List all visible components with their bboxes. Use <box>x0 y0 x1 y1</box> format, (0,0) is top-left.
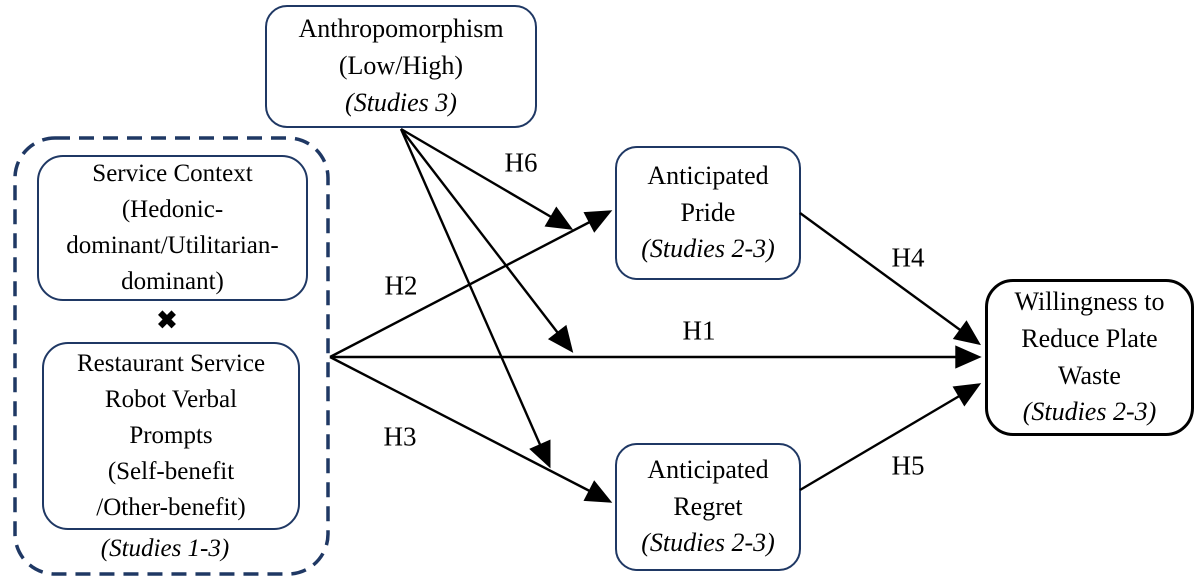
box-text-line: Waste <box>1058 360 1121 390</box>
path-label-h2: H2 <box>384 270 418 301</box>
box-text-line: Restaurant Service <box>76 350 266 377</box>
arrow-h4-pride-to-willingness <box>799 212 981 346</box>
arrow-h6-moderation-on-h2-path <box>400 127 574 230</box>
iv-group-studies-note: (Studies 1-3) <box>100 535 230 562</box>
service-context-box: Service Context (Hedonic- dominant/Utili… <box>37 155 308 301</box>
box-text-line: dominant/Utilitarian- <box>66 232 279 259</box>
box-text-line: Regret <box>673 491 743 521</box>
box-text-line: Pride <box>680 197 736 227</box>
box-text-line: (Self-benefit <box>107 458 235 485</box>
anticipated-regret-box: Anticipated Regret (Studies 2-3) <box>615 443 801 571</box>
anticipated-pride-box: Anticipated Pride (Studies 2-3) <box>615 146 801 280</box>
box-text-line: Robot Verbal <box>104 386 238 413</box>
interaction-times-symbol: ✖ <box>156 307 178 335</box>
willingness-reduce-plate-waste-box: Willingness to Reduce Plate Waste (Studi… <box>985 279 1194 436</box>
box-text-line: Reduce Plate <box>1021 323 1158 353</box>
box-text-line: (Hedonic- <box>121 196 224 223</box>
arrow-h5-regret-to-willingness <box>799 383 982 492</box>
box-text-line: Anticipated <box>647 454 769 484</box>
box-studies-note: (Studies 3) <box>345 87 457 117</box>
box-text-line: dominant) <box>121 268 224 295</box>
arrow-moderation-on-h3-path <box>399 128 551 469</box>
arrow-h3-iv-to-regret <box>329 355 613 503</box>
path-label-h4: H4 <box>891 242 925 273</box>
box-studies-note: (Studies 2-3) <box>1022 397 1157 427</box>
arrow-moderation-on-h1-path <box>400 128 574 353</box>
path-label-h6: H6 <box>504 147 538 178</box>
box-text-line: Anticipated <box>647 160 769 190</box>
box-text-line: Willingness to <box>1014 286 1165 316</box>
arrow-h2-iv-to-pride <box>329 210 613 359</box>
box-text-line: (Low/High) <box>338 51 464 81</box>
box-studies-note: (Studies 2-3) <box>641 234 775 264</box>
anthropomorphism-moderator-box: Anthropomorphism (Low/High) (Studies 3) <box>265 5 537 128</box>
box-text-line: /Other-benefit) <box>96 494 246 521</box>
path-label-h5: H5 <box>891 450 925 481</box>
robot-verbal-prompts-box: Restaurant Service Robot Verbal Prompts … <box>42 342 300 530</box>
path-label-h1: H1 <box>682 315 716 346</box>
path-label-h3: H3 <box>383 421 417 452</box>
box-text-line: Service Context <box>92 160 253 187</box>
box-text-line: Prompts <box>129 422 213 449</box>
box-studies-note: (Studies 2-3) <box>641 528 775 558</box>
box-text-line: Anthropomorphism <box>298 14 504 44</box>
